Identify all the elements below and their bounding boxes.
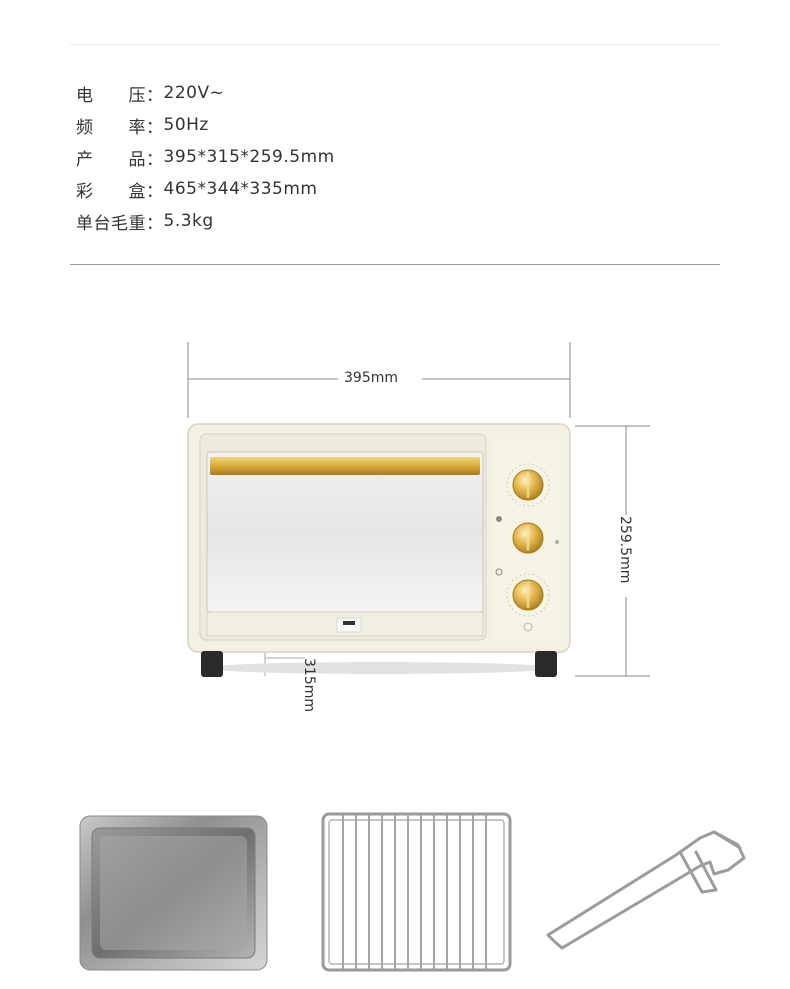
top-divider: [70, 44, 720, 45]
width-dimension: [187, 342, 571, 418]
oven: [187, 423, 571, 677]
right-foot: [535, 651, 557, 677]
spec-value-voltage: 220V~: [163, 83, 225, 103]
function-knob: [496, 516, 559, 554]
indicator-light: [523, 622, 533, 632]
spec-label-weight: 单台毛重: [76, 213, 146, 234]
height-dimension: [575, 425, 650, 677]
height-label: 259.5mm: [617, 516, 633, 584]
spec-label-frequency: 频 率: [76, 117, 146, 138]
spec-label-product: 产 品: [76, 149, 146, 170]
width-label: 395mm: [344, 370, 398, 386]
section-divider: [70, 264, 720, 265]
baking-tray: [79, 815, 268, 971]
spec-value-weight: 5.3kg: [163, 211, 214, 231]
spec-row-voltage: 电 压：220V~: [76, 77, 335, 109]
wire-rack: [321, 812, 512, 972]
timer-knob: [495, 568, 550, 617]
spec-row-product-size: 产 品：395*315*259.5mm: [76, 141, 335, 173]
spec-row-weight: 单台毛重：5.3kg: [76, 205, 335, 237]
spec-value-product: 395*315*259.5mm: [163, 147, 335, 167]
spec-label-box: 彩 盒: [76, 181, 146, 202]
spec-list: 电 压：220V~ 频 率：50Hz 产 品：395*315*259.5mm 彩…: [76, 77, 335, 237]
tray-handle: [546, 830, 746, 950]
spec-value-box: 465*344*335mm: [163, 179, 318, 199]
temperature-knob: [506, 463, 550, 507]
depth-label: 315mm: [301, 658, 317, 712]
left-foot: [201, 651, 223, 677]
spec-row-box-size: 彩 盒：465*344*335mm: [76, 173, 335, 205]
spec-value-frequency: 50Hz: [163, 115, 209, 135]
spec-label-voltage: 电 压: [76, 85, 146, 106]
spec-row-frequency: 频 率：50Hz: [76, 109, 335, 141]
